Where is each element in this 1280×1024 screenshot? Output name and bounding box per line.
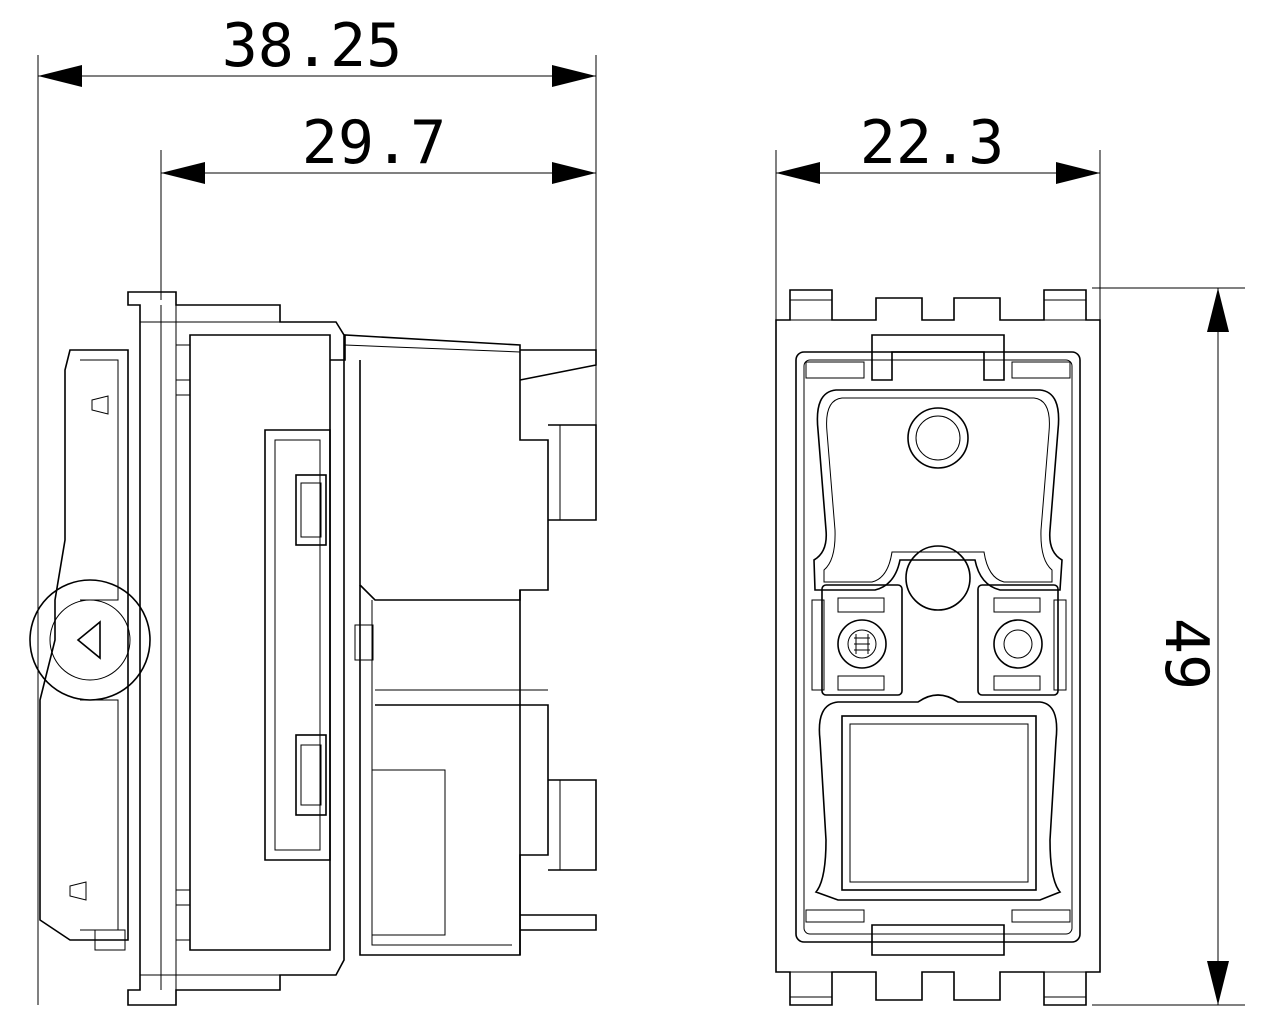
terminal-screw-left bbox=[811, 584, 903, 696]
arrow-left-icon bbox=[38, 65, 82, 87]
terminal-screw-right bbox=[977, 584, 1067, 696]
dimension-label-body-depth: 29.7 bbox=[302, 108, 447, 178]
dimension-overall-depth: 38.25 bbox=[37, 11, 597, 1005]
dimension-label-width: 22.3 bbox=[860, 108, 1005, 178]
side-view bbox=[29, 291, 597, 1006]
dimension-height: 49 bbox=[1092, 287, 1245, 1006]
front-view bbox=[775, 289, 1101, 1006]
arrow-down-icon bbox=[1207, 961, 1229, 1005]
dimension-label-overall-depth: 38.25 bbox=[222, 11, 403, 81]
arrow-right-icon bbox=[552, 65, 596, 87]
dimension-label-height: 49 bbox=[1151, 618, 1221, 690]
arrow-right-icon bbox=[552, 162, 596, 184]
arrow-up-icon bbox=[1207, 288, 1229, 332]
arrow-left-icon bbox=[161, 162, 205, 184]
arrow-left-icon bbox=[776, 162, 820, 184]
arrow-right-icon bbox=[1056, 162, 1100, 184]
dimension-width: 22.3 bbox=[775, 108, 1101, 320]
dimension-body-depth: 29.7 bbox=[160, 108, 596, 300]
